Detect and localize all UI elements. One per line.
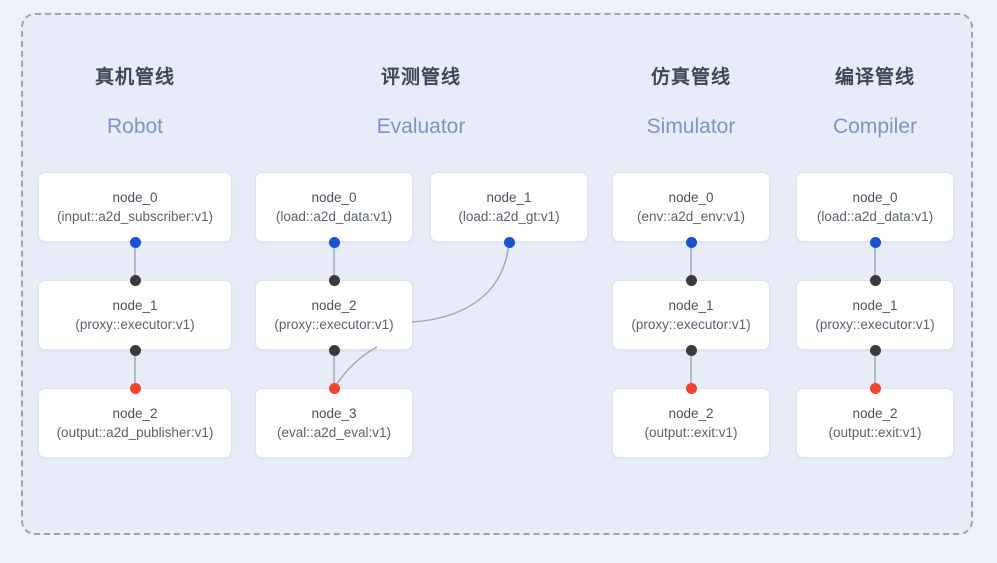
node-type: (load::a2d_data:v1) (275, 208, 393, 224)
port-input-evaluator-2[interactable] (328, 274, 340, 286)
node-id: node_1 (852, 297, 898, 313)
port-input-compiler-2[interactable] (869, 382, 881, 394)
node-type: (load::a2d_data:v1) (816, 208, 934, 224)
node-type: (proxy::executor:v1) (75, 316, 195, 332)
node-evaluator-0[interactable]: node_0 (load::a2d_data:v1) (255, 172, 413, 242)
node-id: node_2 (311, 297, 357, 313)
node-id: node_3 (311, 405, 357, 421)
node-type: (eval::a2d_eval:v1) (276, 424, 392, 440)
node-id: node_2 (112, 405, 158, 421)
port-output-compiler-0[interactable] (869, 236, 881, 248)
node-id: node_2 (852, 405, 898, 421)
node-compiler-0[interactable]: node_0 (load::a2d_data:v1) (796, 172, 954, 242)
node-type: (env::a2d_env:v1) (636, 208, 746, 224)
node-type: (output::a2d_publisher:v1) (56, 424, 214, 440)
node-type: (input::a2d_subscriber:v1) (56, 208, 214, 224)
port-output-evaluator-0[interactable] (328, 236, 340, 248)
port-output-evaluator-2[interactable] (328, 344, 340, 356)
node-simulator-0[interactable]: node_0 (env::a2d_env:v1) (612, 172, 770, 242)
node-robot-2[interactable]: node_2 (output::a2d_publisher:v1) (38, 388, 232, 458)
node-type: (proxy::executor:v1) (631, 316, 751, 332)
port-input-evaluator-3[interactable] (328, 382, 340, 394)
port-input-robot-2[interactable] (129, 382, 141, 394)
port-output-evaluator-1[interactable] (503, 236, 515, 248)
port-input-robot-1[interactable] (129, 274, 141, 286)
node-type: (output::exit:v1) (828, 424, 922, 440)
node-compiler-1[interactable]: node_1 (proxy::executor:v1) (796, 280, 954, 350)
node-compiler-2[interactable]: node_2 (output::exit:v1) (796, 388, 954, 458)
node-evaluator-2[interactable]: node_2 (proxy::executor:v1) (255, 280, 413, 350)
node-evaluator-3[interactable]: node_3 (eval::a2d_eval:v1) (255, 388, 413, 458)
port-output-simulator-0[interactable] (685, 236, 697, 248)
node-simulator-1[interactable]: node_1 (proxy::executor:v1) (612, 280, 770, 350)
node-id: node_0 (852, 189, 898, 205)
port-output-robot-1[interactable] (129, 344, 141, 356)
port-input-simulator-2[interactable] (685, 382, 697, 394)
port-input-simulator-1[interactable] (685, 274, 697, 286)
node-id: node_2 (668, 405, 714, 421)
node-evaluator-1[interactable]: node_1 (load::a2d_gt:v1) (430, 172, 588, 242)
port-output-compiler-1[interactable] (869, 344, 881, 356)
node-id: node_0 (668, 189, 714, 205)
port-input-compiler-1[interactable] (869, 274, 881, 286)
node-id: node_1 (486, 189, 532, 205)
node-type: (load::a2d_gt:v1) (458, 208, 560, 224)
node-robot-1[interactable]: node_1 (proxy::executor:v1) (38, 280, 232, 350)
node-id: node_1 (112, 297, 158, 313)
node-id: node_0 (112, 189, 158, 205)
node-id: node_0 (311, 189, 357, 205)
node-simulator-2[interactable]: node_2 (output::exit:v1) (612, 388, 770, 458)
node-robot-0[interactable]: node_0 (input::a2d_subscriber:v1) (38, 172, 232, 242)
node-type: (output::exit:v1) (644, 424, 738, 440)
port-output-robot-0[interactable] (129, 236, 141, 248)
node-type: (proxy::executor:v1) (815, 316, 935, 332)
port-output-simulator-1[interactable] (685, 344, 697, 356)
node-type: (proxy::executor:v1) (274, 316, 394, 332)
node-id: node_1 (668, 297, 714, 313)
